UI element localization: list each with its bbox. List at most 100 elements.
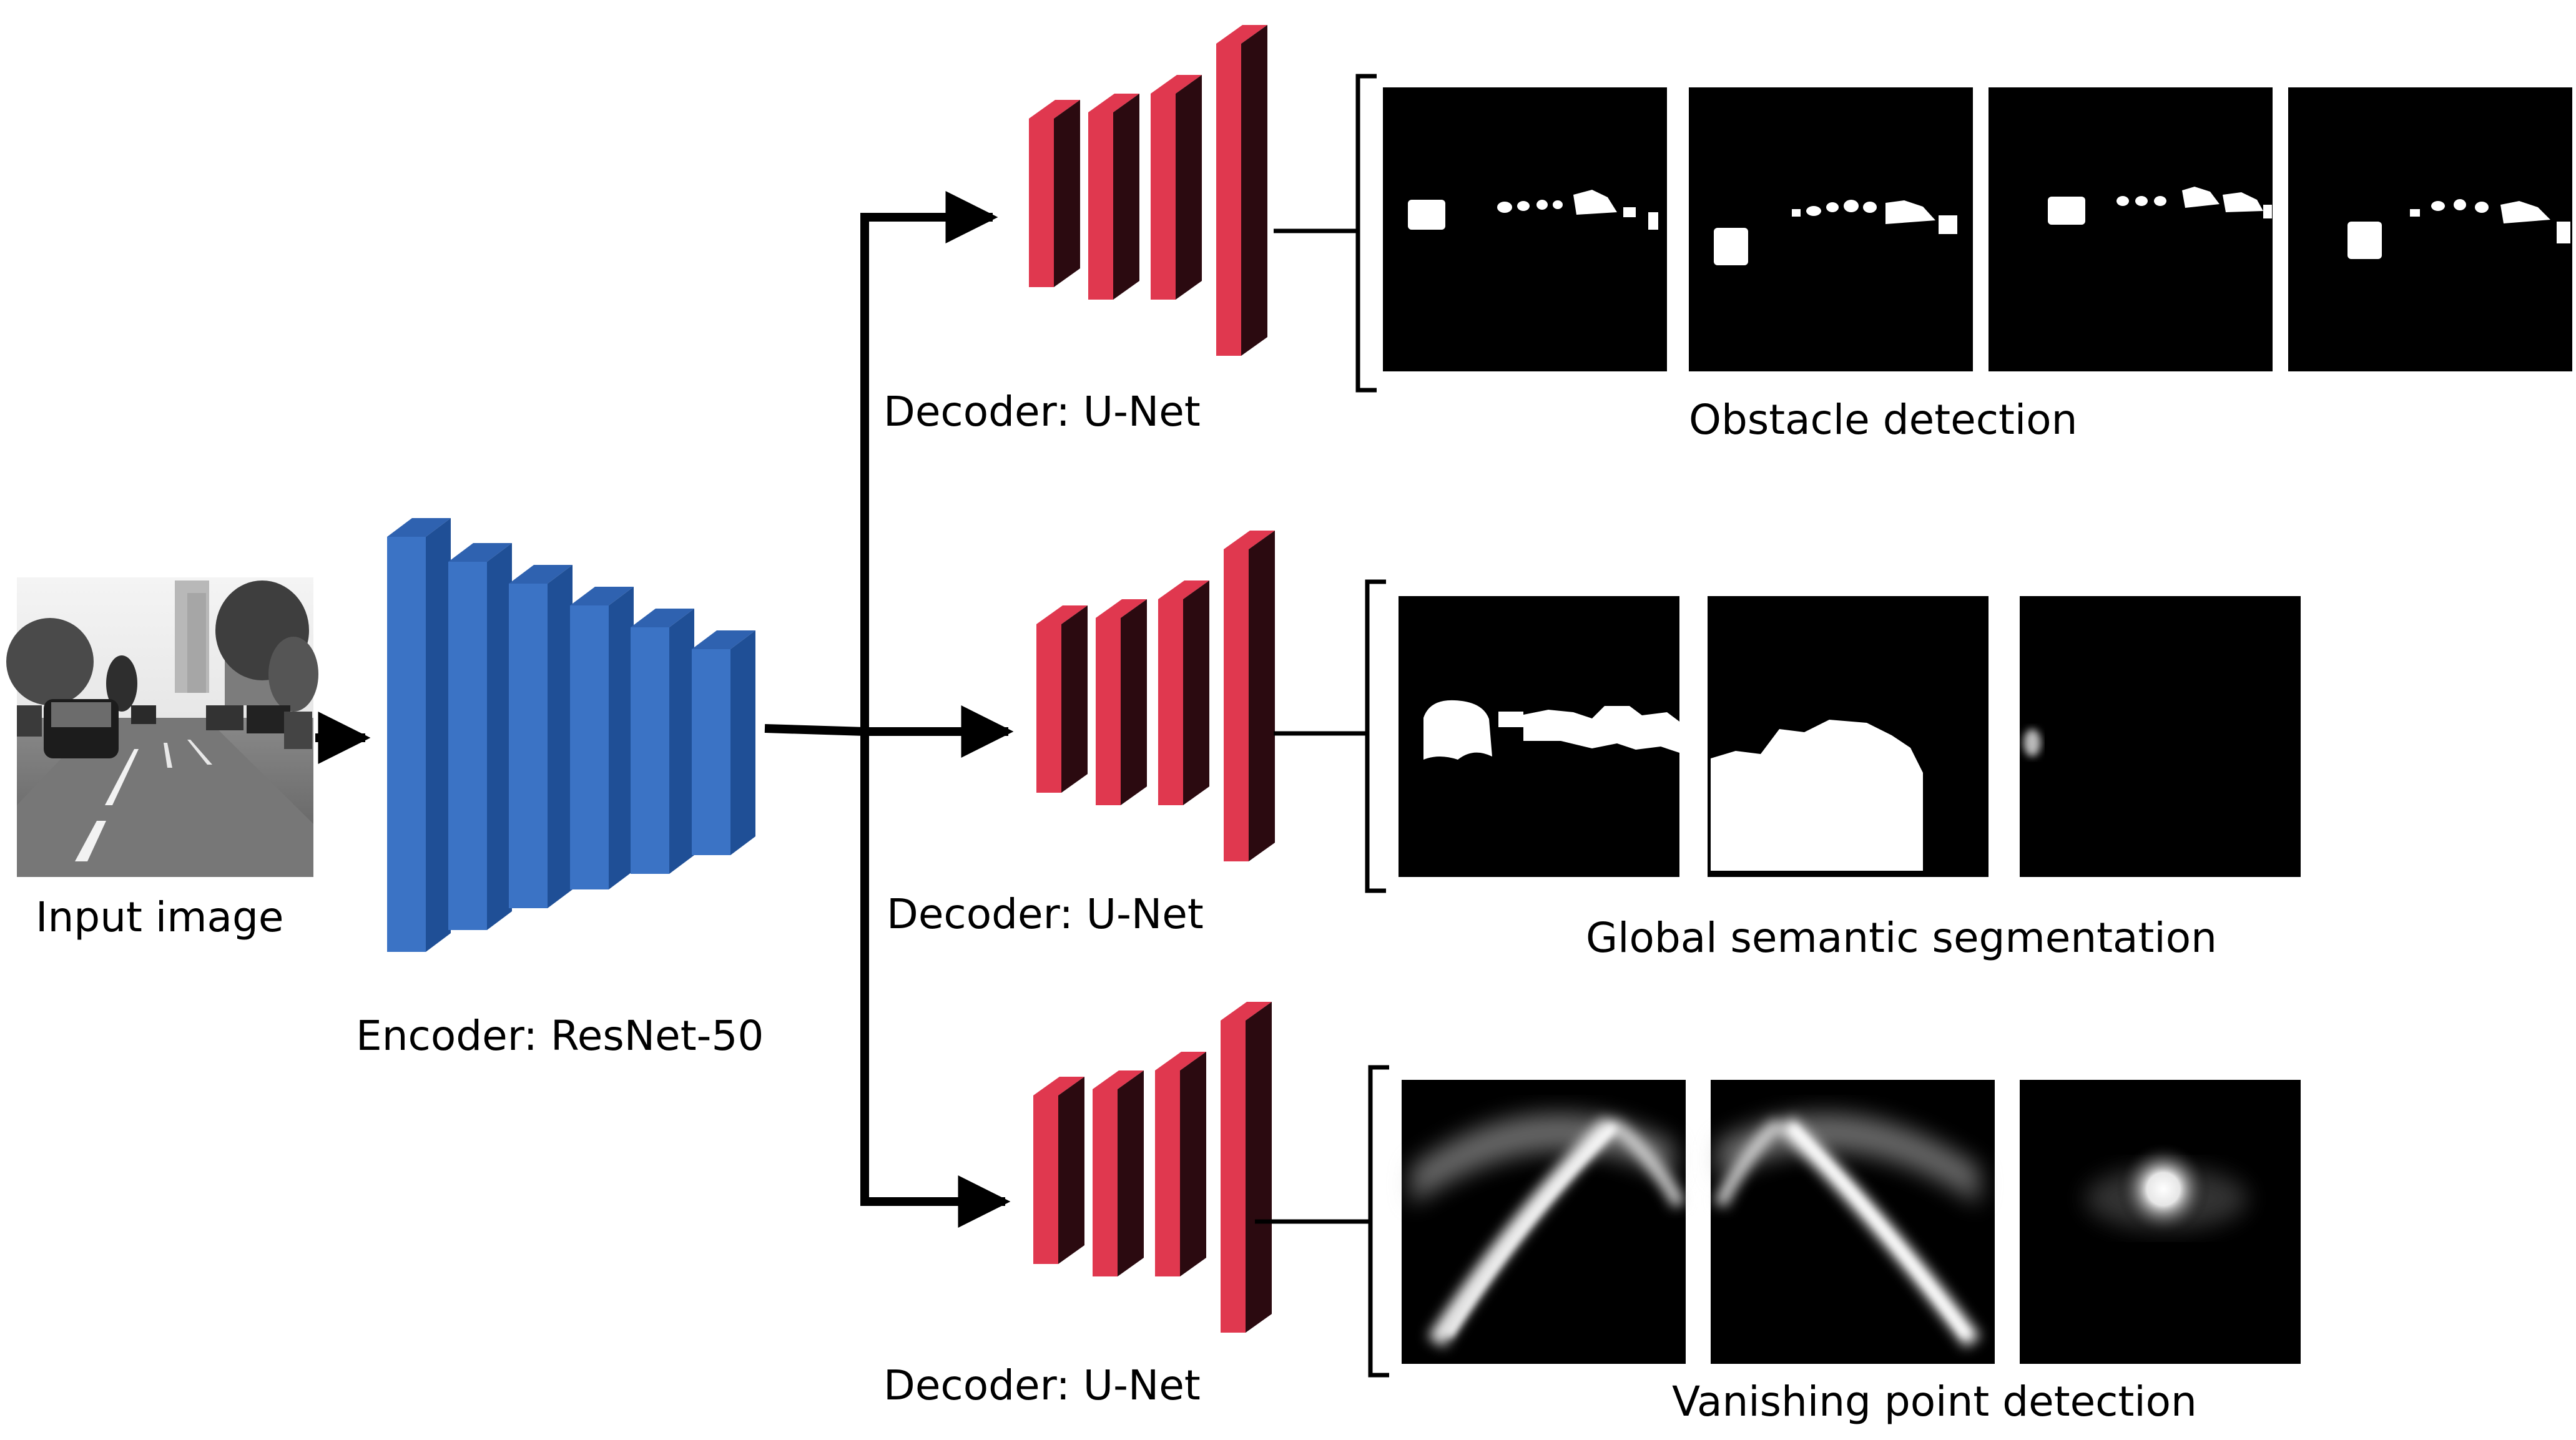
decoder-mid-layer-4 [1224,531,1275,861]
decoder-mid-layer-1 [1036,605,1088,793]
decoder-mid-label: Decoder: U-Net [887,890,1204,938]
encoder-layer-5-top [631,609,694,627]
segmentation-output-2 [1708,596,1989,877]
branch-connectors [764,191,1014,1228]
decoder-bottom-layer-2-side [1118,1070,1144,1276]
decoder-mid-layer-2-side [1121,599,1147,805]
decoder-top-layer-2-front [1088,112,1113,300]
encoder-layer-2-side [487,543,512,930]
decoder-mid-layer-2-front [1096,618,1121,805]
encoder-label: Encoder: ResNet-50 [356,1012,764,1060]
segmentation-outputs [1399,596,2301,877]
decoder-bottom-layer-2-top [1093,1070,1144,1089]
decoder-top-layer-3 [1151,75,1202,300]
decoder-mid-layer-2-top [1096,599,1147,618]
decoder-mid-layer-3-front [1158,599,1183,805]
decoder-top-layer-1-top [1029,100,1080,119]
decoder-top-layer-2-top [1088,94,1139,112]
encoder-layer-6-side [730,630,755,855]
obstacle-output-2 [1689,87,1973,371]
decoder-top-layer-4-front [1216,44,1241,356]
encoder-layer-2 [448,543,512,930]
decoder-mid-layer-3-side [1183,580,1209,805]
decoder-mid-layer-3 [1158,580,1209,805]
decoder-mid-layer-1-side [1061,605,1088,793]
encoder-layer-5-front [631,627,669,874]
bracket-vanishing [1368,1065,1389,1378]
obstacle-output-3 [1989,87,2273,371]
encoder-layer-1-front [387,537,426,952]
decoder-top [1029,25,1267,356]
vanishing-label: Vanishing point detection [1672,1378,2197,1426]
decoder-bottom-layer-1-top [1033,1077,1084,1095]
encoder-layer-3 [509,565,573,908]
obstacle-outputs [1383,87,2572,371]
encoder-layer-5 [631,609,694,874]
bracket-obstacle [1355,74,1377,393]
decoder-top-layer-3-front [1151,94,1176,300]
segmentation-output-3 [2020,596,2301,877]
decoder-mid-layer-4-side [1249,531,1275,861]
encoder-layer-4-side [609,587,634,889]
decoder-top-layer-4-side [1241,25,1267,356]
decoder-top-layer-2 [1088,94,1139,300]
encoder-layer-3-side [548,565,573,908]
decoder-top-layer-3-side [1176,75,1202,300]
decoder-top-layer-4 [1216,25,1267,356]
obstacle-detection-label: Obstacle detection [1689,396,2077,444]
encoder-layer-3-front [509,584,548,908]
obstacle-output-4 [2288,87,2572,371]
decoder-bottom-layer-3-top [1155,1052,1206,1070]
encoder-layer-6-front [692,649,730,855]
decoder-bottom [1033,1002,1272,1333]
decoder-mid-layer-1-top [1036,605,1088,624]
bracket-segmentation [1365,579,1386,893]
decoder-output-links [1255,228,1370,1224]
encoder-layer-5-side [669,609,694,874]
decoder-mid-layer-1-front [1036,624,1061,793]
decoder-bottom-label: Decoder: U-Net [883,1361,1201,1409]
vanishing-output-1 [1402,1080,1686,1364]
decoder-top-layer-2-side [1113,94,1139,300]
decoder-mid-layer-3-top [1158,580,1209,599]
decoder-bottom-layer-1-front [1033,1095,1058,1264]
decoder-top-layer-1 [1029,100,1080,287]
decoder-mid-layer-2 [1096,599,1147,805]
decoder-bottom-layer-3-side [1180,1052,1206,1276]
encoder-layer-1-side [426,518,451,952]
output-brackets [1355,74,1389,1378]
vanishing-outputs [1402,1080,2301,1364]
decoder-bottom-layer-4-side [1246,1002,1272,1333]
segmentation-label: Global semantic segmentation [1586,914,2217,962]
encoder-layer-1-top [387,518,451,537]
encoder-layer-6-top [692,630,755,649]
decoder-bottom-layer-1-side [1058,1077,1084,1264]
vanishing-output-3 [2020,1080,2301,1364]
encoder-layer-3-top [509,565,573,584]
decoder-bottom-layer-1 [1033,1077,1084,1264]
segmentation-output-1 [1399,596,1679,877]
encoder-layer-4 [570,587,634,889]
encoder-layer-4-top [570,587,634,605]
decoder-bottom-layer-4-top [1221,1002,1272,1021]
decoder-mid-layer-4-top [1224,531,1275,549]
input-image-label: Input image [36,893,283,941]
encoder-layer-4-front [570,605,609,889]
encoder-layer-6 [692,630,755,855]
decoder-top-layer-3-top [1151,75,1202,94]
decoder-bottom-layer-2-front [1093,1089,1118,1276]
decoder-bottom-layer-3 [1155,1052,1206,1276]
encoder-block [387,518,755,952]
decoder-top-label: Decoder: U-Net [883,388,1201,436]
encoder-layer-1 [387,518,451,952]
encoder-layer-2-front [448,562,487,930]
decoder-bottom-layer-2 [1093,1070,1144,1276]
encoder-layer-2-top [448,543,512,562]
decoder-bottom-layer-4-front [1221,1021,1246,1333]
decoder-mid-layer-4-front [1224,549,1249,861]
decoder-top-layer-1-front [1029,119,1054,287]
vanishing-output-2 [1711,1080,1995,1364]
decoder-top-layer-4-top [1216,25,1267,44]
decoder-bottom-layer-3-front [1155,1070,1180,1276]
